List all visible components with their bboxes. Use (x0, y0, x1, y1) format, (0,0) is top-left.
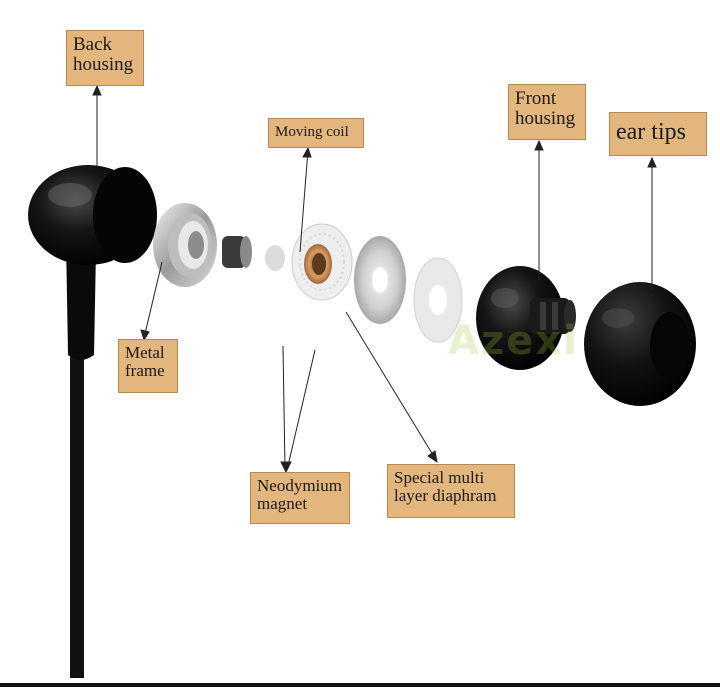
bottom-divider (0, 683, 720, 687)
label-front-housing: Front housing (508, 84, 586, 140)
pointer-magnet-b (286, 349, 316, 471)
front-housing (476, 266, 576, 370)
pointer-metal-frame (143, 261, 163, 339)
metal-frame (153, 203, 217, 287)
pointer-diaphragm (345, 311, 437, 461)
label-neodymium-magnet: Neodymium magnet (250, 472, 350, 524)
label-back-housing: Back housing (66, 30, 144, 86)
label-metal-frame: Metal frame (118, 339, 178, 393)
label-moving-coil: Moving coil (268, 118, 364, 148)
moving-coil (291, 223, 353, 301)
pointer-lines (92, 84, 657, 474)
pointer-magnet-a (282, 345, 286, 471)
ear-tip (584, 282, 696, 406)
diaphragm (354, 236, 463, 343)
back-housing (28, 165, 157, 265)
neodymium-magnet (222, 236, 252, 268)
label-diaphragm: Special multi layer diaphram (387, 464, 515, 518)
pointer-moving-coil (299, 149, 309, 253)
label-ear-tips: ear tips (609, 112, 707, 156)
watermark-logo: Azexi (448, 318, 579, 364)
cable (70, 340, 84, 678)
housing-stem (66, 240, 96, 360)
spacer-disc (265, 245, 285, 271)
